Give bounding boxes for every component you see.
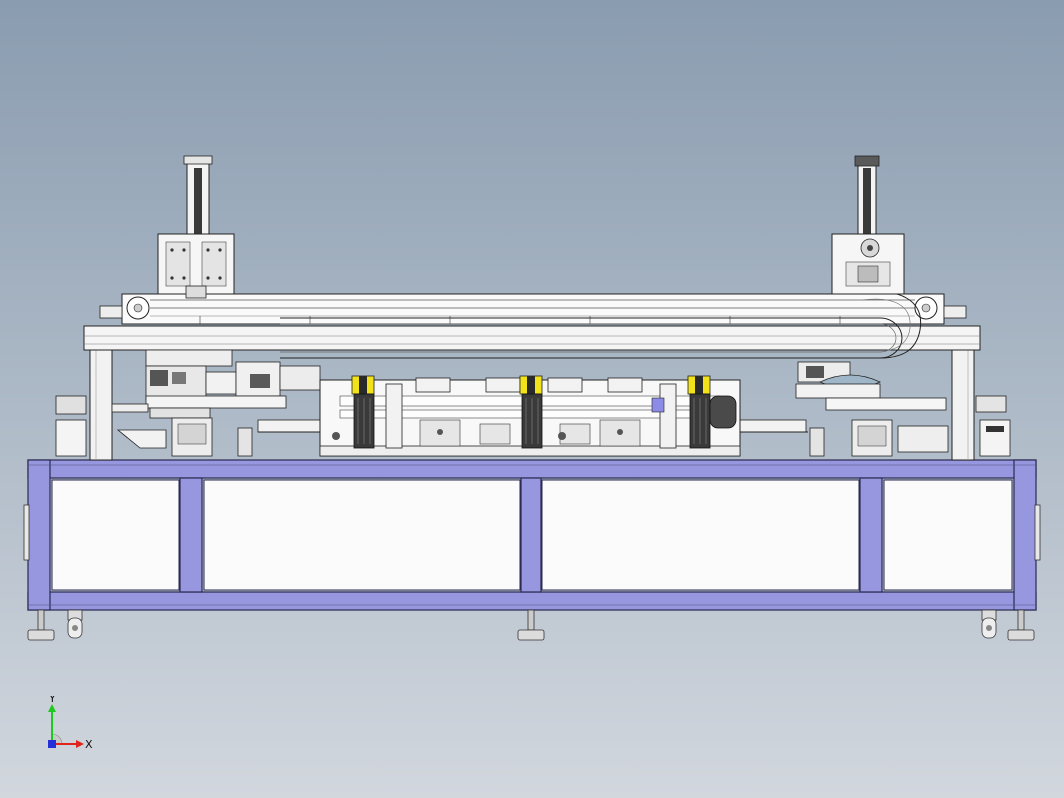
axis-triad-icon: Y X (48, 692, 93, 751)
y-axis-label: Y (48, 696, 56, 705)
cabinet-panel-4 (883, 479, 1013, 591)
caster-right (981, 609, 997, 639)
cabinet-panel-3 (541, 479, 860, 591)
left-lift-module (157, 155, 235, 299)
cabinet-post-right (1013, 459, 1037, 611)
upright-post-right (951, 344, 975, 461)
cabinet-post-3 (859, 477, 883, 593)
left-workstation (55, 349, 330, 457)
cabinet-top-rail (27, 459, 1037, 479)
side-handle-left (23, 504, 30, 561)
clamp-unit-1 (351, 375, 375, 449)
cabinet-panel-1 (51, 479, 180, 591)
leveling-foot-center (517, 609, 545, 641)
right-workstation (736, 361, 1011, 457)
control-box (979, 419, 1011, 457)
linear-module (121, 293, 945, 325)
purple-block (651, 397, 665, 413)
z-axis-marker (48, 740, 56, 748)
cable-drag-chain (280, 317, 903, 359)
upright-post-left (89, 344, 113, 461)
gantry-frame (83, 290, 981, 461)
feet-and-casters (27, 609, 1035, 641)
right-lift-module (831, 155, 905, 295)
caster-left (67, 609, 83, 639)
cabinet-bottom-rail (27, 591, 1037, 611)
base-cabinet (23, 459, 1041, 611)
x-axis-label: X (85, 738, 93, 751)
coordinate-triad: Y X (38, 692, 98, 756)
cabinet-post-left (27, 459, 51, 611)
cabinet-panel-2 (203, 479, 521, 591)
gantry-crossbeam (83, 325, 981, 351)
leveling-foot-right (1007, 609, 1035, 641)
clamp-unit-3 (687, 375, 737, 449)
cabinet-post-center (520, 477, 542, 593)
cabinet-post-1 (179, 477, 203, 593)
clamp-units (351, 375, 737, 449)
leveling-foot-left (27, 609, 55, 641)
side-handle-right (1034, 504, 1041, 561)
clamp-unit-2 (519, 375, 543, 449)
